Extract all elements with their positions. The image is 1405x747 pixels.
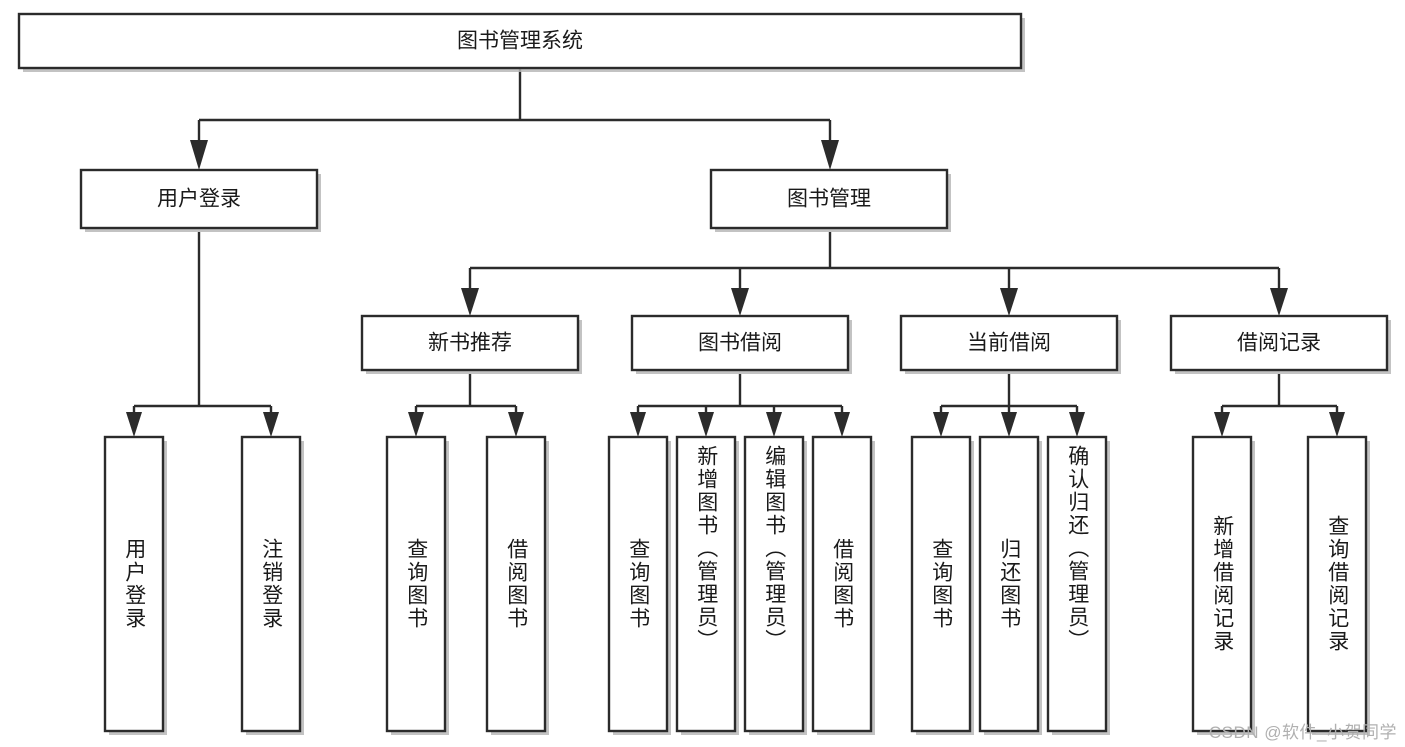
arrow-leaf-borrow-book-1 <box>508 412 524 437</box>
node-leaf-add-borrow-record[interactable] <box>1191 435 1255 735</box>
node-current-borrow[interactable]: 当前借阅 <box>899 314 1121 374</box>
connector-group-book-manage-to-level3 <box>461 232 1288 316</box>
node-user-login-box <box>79 168 319 230</box>
node-current-borrow-box <box>899 314 1119 372</box>
node-leaf-borrow-book-1-box <box>485 435 547 733</box>
node-current-borrow-label: 当前借阅 <box>967 332 1051 355</box>
connector-group-root-to-level2 <box>190 68 839 170</box>
arrow-leaf-add-borrow-record <box>1214 412 1230 437</box>
node-user-login-label: 用户登录 <box>157 188 241 211</box>
node-leaf-return-book-box <box>978 435 1040 733</box>
node-leaf-edit-book-box <box>743 435 805 733</box>
connector-group-borrow-record-to-leaves <box>1214 374 1345 437</box>
node-root[interactable]: 图书管理系统 <box>17 12 1025 72</box>
arrow-leaf-return-book <box>1001 412 1017 437</box>
node-borrow-record-label: 借阅记录 <box>1237 332 1321 355</box>
node-new-book-recommend-box <box>360 314 580 372</box>
arrow-leaf-confirm-return <box>1069 412 1085 437</box>
node-leaf-logout-login[interactable] <box>240 435 304 735</box>
node-leaf-query-book-3[interactable] <box>910 435 974 735</box>
arrow-book-manage <box>821 140 839 170</box>
node-leaf-add-book-box <box>675 435 737 733</box>
node-leaf-return-book[interactable] <box>978 435 1042 735</box>
node-book-borrow-box <box>630 314 850 372</box>
node-root-box <box>17 12 1023 70</box>
node-user-login[interactable]: 用户登录 <box>79 168 321 232</box>
arrow-new-book-recommend <box>461 288 479 316</box>
node-book-borrow-label: 图书借阅 <box>698 332 782 355</box>
node-leaf-query-book-2[interactable] <box>607 435 671 735</box>
node-leaf-add-book[interactable] <box>675 435 739 735</box>
node-leaf-user-login[interactable] <box>103 435 167 735</box>
node-leaf-edit-book[interactable] <box>743 435 807 735</box>
node-leaf-confirm-return-box <box>1046 435 1108 733</box>
node-leaf-query-borrow-record-box <box>1306 435 1368 733</box>
connector-group-new-book-to-leaves <box>408 374 524 437</box>
arrow-leaf-borrow-book-2 <box>834 412 850 437</box>
arrow-leaf-query-book-1 <box>408 412 424 437</box>
node-leaf-user-login-box <box>103 435 165 733</box>
node-leaf-logout-login-box <box>240 435 302 733</box>
arrow-leaf-user-login <box>126 412 142 437</box>
node-leaf-query-book-2-box <box>607 435 669 733</box>
node-borrow-record-box <box>1169 314 1389 372</box>
connector-group-book-borrow-to-leaves <box>630 374 850 437</box>
arrow-leaf-edit-book <box>766 412 782 437</box>
arrow-leaf-add-book <box>698 412 714 437</box>
node-book-borrow[interactable]: 图书借阅 <box>630 314 852 374</box>
arrow-leaf-query-book-2 <box>630 412 646 437</box>
arrow-book-borrow <box>731 288 749 316</box>
arrow-current-borrow <box>1000 288 1018 316</box>
node-leaf-query-borrow-record[interactable] <box>1306 435 1370 735</box>
node-leaf-query-book-1-box <box>385 435 447 733</box>
node-new-book-recommend-label: 新书推荐 <box>428 332 512 355</box>
node-leaf-borrow-book-1[interactable] <box>485 435 549 735</box>
connector-group-user-login-to-leaves <box>126 232 279 437</box>
arrow-leaf-query-borrow-record <box>1329 412 1345 437</box>
node-book-manage-box <box>709 168 949 230</box>
node-borrow-record[interactable]: 借阅记录 <box>1169 314 1391 374</box>
node-book-manage-label: 图书管理 <box>787 188 871 211</box>
node-leaf-query-book-3-box <box>910 435 972 733</box>
node-book-manage[interactable]: 图书管理 <box>709 168 951 232</box>
node-leaf-borrow-book-2-box <box>811 435 873 733</box>
connector-group-current-borrow-to-leaves <box>933 374 1085 437</box>
node-leaf-borrow-book-2[interactable] <box>811 435 875 735</box>
arrow-user-login <box>190 140 208 170</box>
node-leaf-query-book-1[interactable] <box>385 435 449 735</box>
arrow-leaf-query-book-3 <box>933 412 949 437</box>
node-leaf-confirm-return[interactable] <box>1046 435 1110 735</box>
node-root-label: 图书管理系统 <box>457 30 583 53</box>
arrow-borrow-record <box>1270 288 1288 316</box>
node-leaf-add-borrow-record-box <box>1191 435 1253 733</box>
arrow-leaf-logout-login <box>263 412 279 437</box>
csdn-watermark: CSDN @软件_小贺同学 <box>1208 723 1397 742</box>
node-new-book-recommend[interactable]: 新书推荐 <box>360 314 582 374</box>
